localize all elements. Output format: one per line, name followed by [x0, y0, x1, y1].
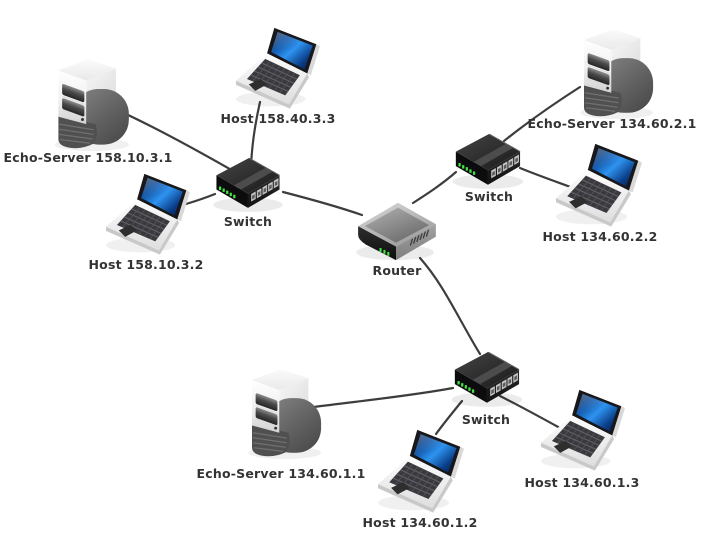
- laptop-icon-host-158-10-3-2: [105, 173, 191, 256]
- link-router-switch3: [418, 256, 482, 356]
- node-label-host-134-60-2-2: Host 134.60.2.2: [542, 229, 658, 244]
- node-label-echo-server-134-60-1-1: Echo-Server 134.60.1.1: [196, 466, 366, 481]
- link-server3-switch3: [312, 386, 455, 409]
- node-label-host-134-60-1-2: Host 134.60.1.2: [362, 515, 478, 530]
- node-label-host-158-10-3-2: Host 158.10.3.2: [88, 257, 204, 272]
- switch-icon-switch-2: [452, 134, 524, 190]
- node-label-switch-2: Switch: [464, 189, 514, 204]
- laptop-icon-host-158-40-3-3: [235, 27, 321, 110]
- link-switch1-router: [281, 190, 364, 217]
- server-tower-icon-echo-server-134-60-2-1: [579, 28, 654, 120]
- switch-icon-switch-3: [451, 352, 523, 408]
- link-switch2-server2: [502, 85, 582, 143]
- link-router-switch2: [411, 170, 458, 205]
- link-switch3-hostD: [434, 399, 464, 436]
- node-label-host-134-60-1-3: Host 134.60.1.3: [524, 475, 640, 490]
- router-icon: [355, 202, 437, 261]
- server-tower-icon-echo-server-158-10-3-1: [54, 58, 130, 152]
- server-tower-icon-echo-server-134-60-1-1: [247, 368, 322, 460]
- link-server1-switch1: [124, 112, 237, 174]
- node-label-echo-server-134-60-2-1: Echo-Server 134.60.2.1: [527, 116, 697, 131]
- laptop-icon-host-134-60-1-3: [540, 389, 626, 472]
- laptop-icon-host-134-60-1-2: [377, 429, 465, 514]
- node-label-switch-3: Switch: [461, 412, 511, 427]
- link-hostB-switch1: [184, 192, 217, 206]
- node-label-host-158-40-3-3: Host 158.40.3.3: [220, 111, 336, 126]
- node-label-echo-server-158-10-3-1: Echo-Server 158.10.3.1: [3, 150, 173, 165]
- node-label-router: Router: [372, 263, 422, 278]
- node-label-switch-1: Switch: [223, 214, 273, 229]
